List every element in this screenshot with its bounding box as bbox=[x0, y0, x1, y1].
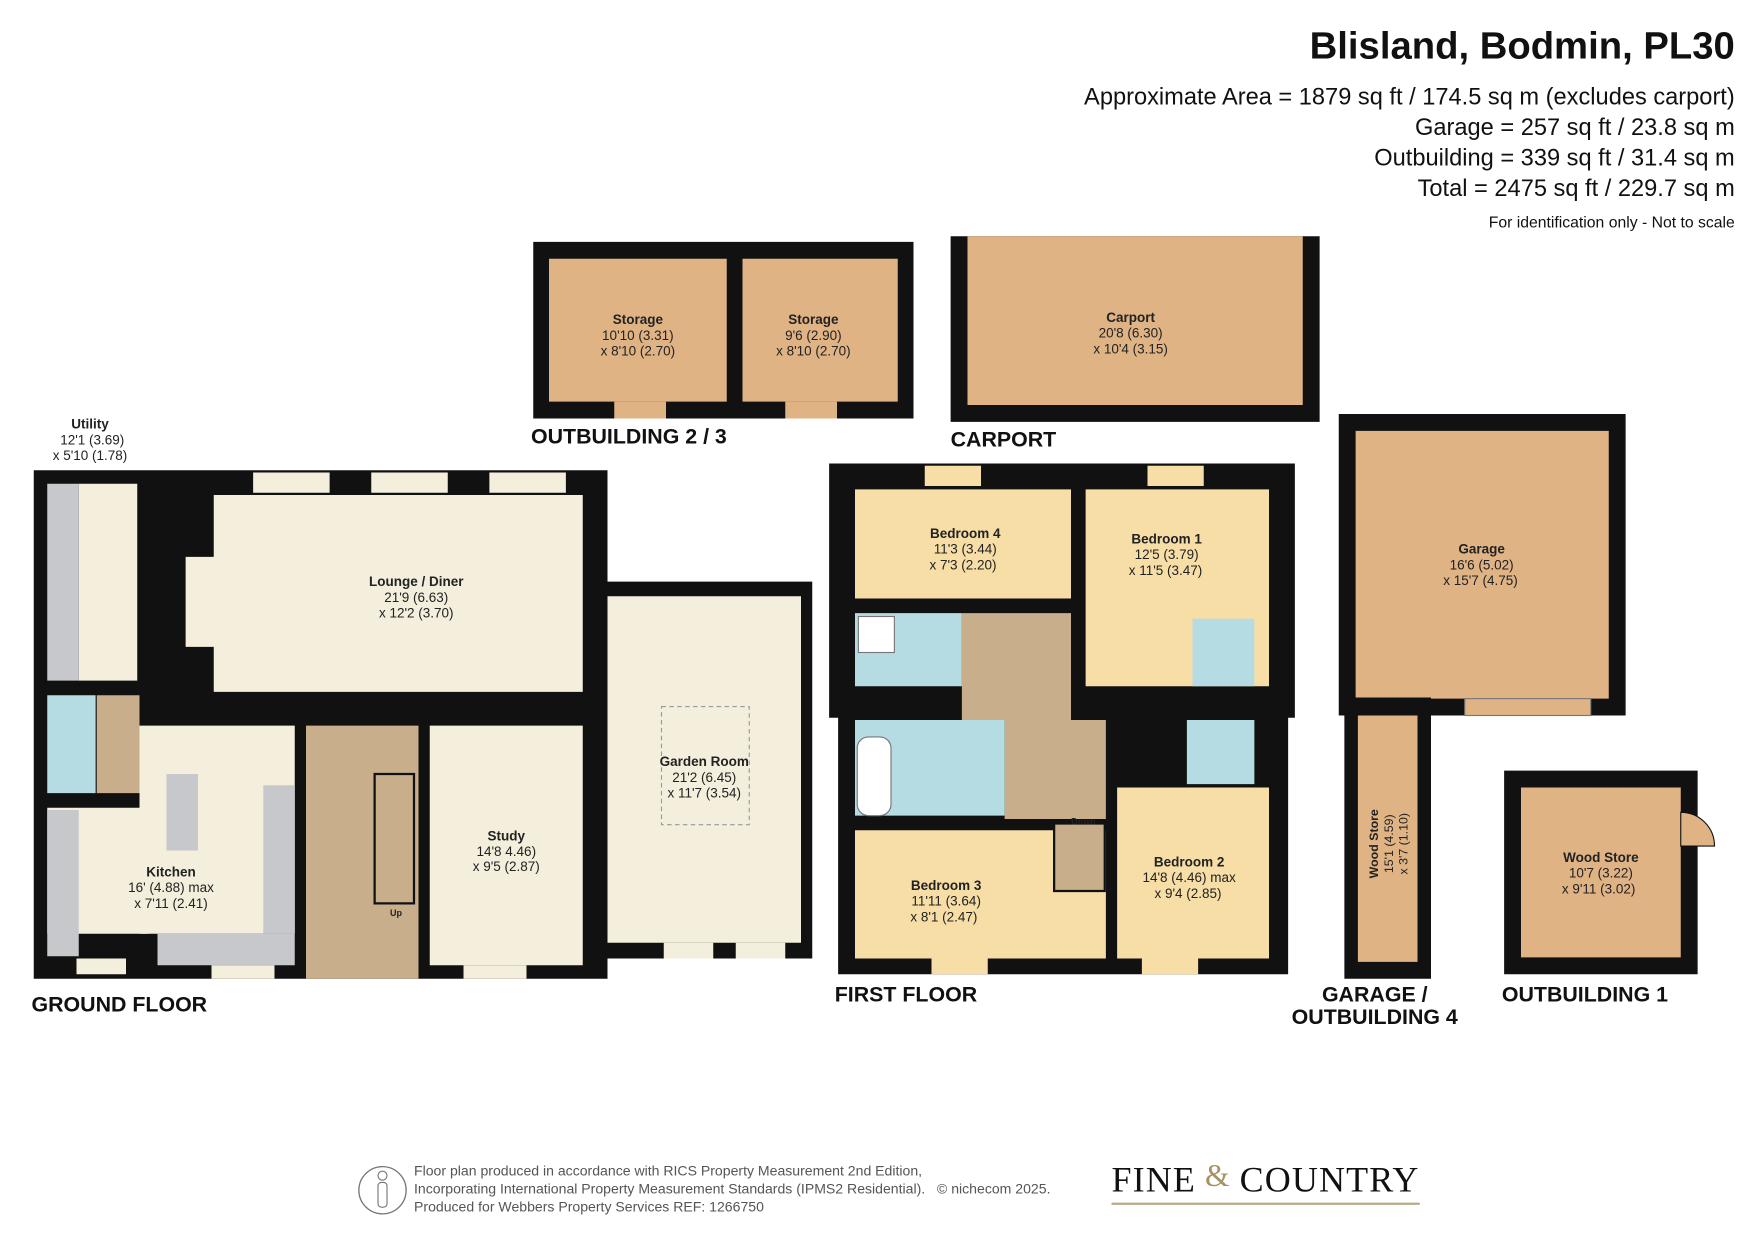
area-total: Total = 2475 sq ft / 229.7 sq m bbox=[1417, 175, 1735, 202]
storage2-name: Storage bbox=[788, 312, 839, 327]
carport-name: Carport bbox=[1106, 310, 1155, 325]
kitchen-dim2: x 7'11 (2.41) bbox=[134, 896, 208, 911]
fine-country-logo: FINE & COUNTRY bbox=[1111, 1159, 1420, 1205]
outbuilding-2-3-label: OUTBUILDING 2 / 3 bbox=[531, 424, 727, 448]
garden-room-dim1: 21'2 (6.45) bbox=[672, 770, 736, 785]
carport-dim2: x 10'4 (3.15) bbox=[1093, 341, 1168, 356]
storage2-dim2: x 8'10 (2.70) bbox=[776, 344, 851, 359]
area-garage: Garage = 257 sq ft / 23.8 sq m bbox=[1414, 114, 1735, 141]
bedroom4-dim2: x 7'3 (2.20) bbox=[929, 557, 996, 572]
wood-store-1 bbox=[1521, 787, 1681, 958]
bedroom3-dim1: 11'11 (3.64) bbox=[911, 894, 981, 909]
person-scale-icon bbox=[358, 1165, 407, 1215]
garden-room-dim2: x 11'7 (3.54) bbox=[667, 786, 741, 801]
garage-dim2: x 15'7 (4.75) bbox=[1443, 573, 1518, 588]
storage-room-2 bbox=[742, 258, 898, 402]
woodstore1-dim1: 10'7 (3.22) bbox=[1569, 866, 1633, 881]
plan-title: Blisland, Bodmin, PL30 bbox=[1309, 24, 1735, 68]
study-dim2: x 9'5 (2.87) bbox=[473, 859, 540, 874]
wood-store-4 bbox=[1357, 715, 1418, 962]
stairs-down-label: Down bbox=[1071, 817, 1096, 827]
carport-label: CARPORT bbox=[951, 428, 1057, 452]
garage-label-1: GARAGE / bbox=[1322, 982, 1428, 1006]
woodstore4-name: Wood Store bbox=[1367, 809, 1381, 878]
bedroom2-dim2: x 9'4 (2.85) bbox=[1154, 886, 1221, 901]
lounge-name: Lounge / Diner bbox=[369, 574, 464, 589]
woodstore1-dim2: x 9'11 (3.02) bbox=[1562, 881, 1636, 896]
storage1-dim1: 10'10 (3.31) bbox=[602, 328, 674, 343]
bedroom-4-room bbox=[855, 489, 1071, 599]
study-dim1: 14'8 4.46) bbox=[476, 844, 536, 859]
first-floor-label: FIRST FLOOR bbox=[835, 982, 977, 1006]
copyright: © nichecom 2025. bbox=[936, 1181, 1051, 1197]
utility-room bbox=[78, 483, 138, 681]
ground-floor bbox=[33, 470, 813, 979]
garage-name: Garage bbox=[1458, 542, 1505, 557]
first-floor bbox=[829, 463, 1295, 975]
woodstore4-dim2: x 3'7 (1.10) bbox=[1396, 813, 1410, 874]
bedroom1-dim1: 12'5 (3.79) bbox=[1135, 547, 1199, 562]
utility-counter bbox=[47, 483, 79, 681]
bedroom3-dim2: x 8'1 (2.47) bbox=[910, 909, 977, 924]
bedroom3-name: Bedroom 3 bbox=[911, 878, 982, 893]
woodstore4-dim1: 15'1 (4.59) bbox=[1382, 814, 1396, 873]
bedroom2-name: Bedroom 2 bbox=[1154, 854, 1225, 869]
carport-dim1: 20'8 (6.30) bbox=[1099, 326, 1163, 341]
carport-area bbox=[967, 236, 1303, 405]
utility-dim2: x 5'10 (1.78) bbox=[53, 448, 128, 463]
garage-dim1: 16'6 (5.02) bbox=[1450, 557, 1514, 572]
outbuilding-1-label: OUTBUILDING 1 bbox=[1502, 982, 1668, 1006]
bedroom4-name: Bedroom 4 bbox=[930, 526, 1001, 541]
storage1-dim2: x 8'10 (2.70) bbox=[601, 344, 676, 359]
footer-line-3: Produced for Webbers Property Services R… bbox=[414, 1199, 764, 1215]
rics-statement: Floor plan produced in accordance with R… bbox=[414, 1162, 1050, 1216]
bedroom2-dim1: 14'8 (4.46) max bbox=[1142, 870, 1236, 885]
lounge-diner-room bbox=[213, 495, 583, 692]
bedroom1-name: Bedroom 1 bbox=[1131, 531, 1202, 546]
storage-room-1 bbox=[549, 258, 727, 402]
study-room bbox=[429, 725, 583, 966]
storage1-name: Storage bbox=[613, 312, 664, 327]
lounge-dim2: x 12'2 (3.70) bbox=[379, 606, 454, 621]
garden-room-name: Garden Room bbox=[660, 754, 749, 769]
wc-room bbox=[47, 695, 96, 794]
lounge-dim1: 21'9 (6.63) bbox=[384, 590, 448, 605]
utility-name: Utility bbox=[71, 417, 109, 432]
landing bbox=[961, 613, 1071, 720]
footer-line-2: Incorporating International Property Mea… bbox=[414, 1181, 1051, 1197]
ensuite-2 bbox=[1186, 720, 1255, 785]
utility-dim1: 12'1 (3.69) bbox=[60, 432, 124, 447]
woodstore1-name: Wood Store bbox=[1563, 850, 1639, 865]
stairs-up-label: Up bbox=[390, 908, 402, 918]
bedroom1-dim2: x 11'5 (3.47) bbox=[1129, 563, 1203, 578]
storage2-dim1: 9'6 (2.90) bbox=[785, 328, 842, 343]
area-outbuilding: Outbuilding = 339 sq ft / 31.4 sq m bbox=[1374, 145, 1735, 171]
garage-label-2: OUTBUILDING 4 bbox=[1292, 1005, 1458, 1029]
bedroom4-dim1: 11'3 (3.44) bbox=[934, 542, 997, 557]
ensuite-1 bbox=[1192, 618, 1255, 687]
scale-note: For identification only - Not to scale bbox=[1488, 212, 1735, 231]
area-approx: Approximate Area = 1879 sq ft / 174.5 sq… bbox=[1084, 84, 1735, 111]
garage-room bbox=[1355, 430, 1609, 699]
garden-room bbox=[607, 596, 801, 943]
footer-line-1: Floor plan produced in accordance with R… bbox=[414, 1163, 923, 1179]
kitchen-dim1: 16' (4.88) max bbox=[128, 880, 214, 895]
ground-floor-label: GROUND FLOOR bbox=[32, 992, 208, 1016]
study-name: Study bbox=[487, 828, 525, 843]
bedroom-2-room bbox=[1117, 787, 1269, 959]
kitchen-name: Kitchen bbox=[146, 864, 196, 879]
